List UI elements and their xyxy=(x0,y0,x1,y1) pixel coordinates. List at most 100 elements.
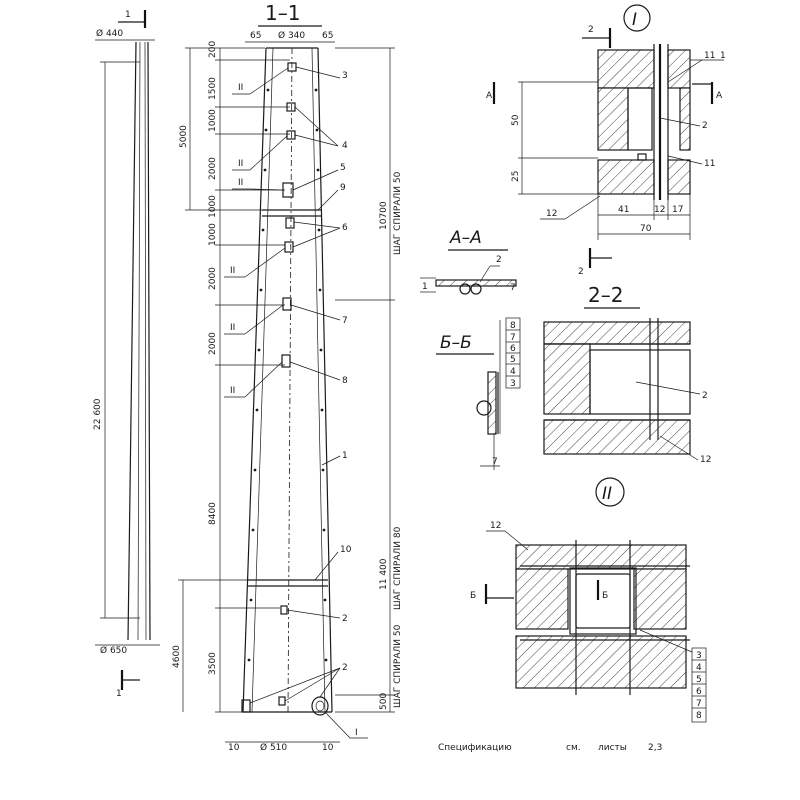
callout-9: 9 xyxy=(340,183,346,193)
right-top-spiral: ШАГ СПИРАЛИ 50 xyxy=(393,171,403,255)
d2-layer-6: 6 xyxy=(696,687,702,697)
callout-10: 10 xyxy=(340,545,352,555)
section-B-B: Б–Б 8 7 6 5 4 3 7 xyxy=(436,317,521,470)
callout-7: 7 xyxy=(342,316,348,326)
top-dim-left: 65 xyxy=(250,31,261,41)
right-top-length: 10700 xyxy=(379,201,389,230)
detail-II: II Б Б 12 3 4 5 6 xyxy=(470,477,707,723)
note-word-4: 2,3 xyxy=(648,743,662,753)
detail-I-callout-2: 2 xyxy=(702,121,708,131)
detail-mark-3: II xyxy=(238,178,243,188)
bb-layer-8: 8 xyxy=(510,321,516,331)
section-2-2: 2–2 2 12 xyxy=(543,283,711,465)
section-1-1-title: 1–1 xyxy=(265,1,300,25)
section-1-1-view: 1–1 65 Ø 340 65 xyxy=(172,1,403,753)
detail-II-title: II xyxy=(602,484,612,504)
callout-4: 4 xyxy=(342,141,348,151)
dim-2000-b: 2000 xyxy=(208,267,218,290)
bb-layer-7: 7 xyxy=(510,333,516,343)
detail-I-dim-41: 41 xyxy=(618,205,629,215)
detail-mark-7: I xyxy=(355,728,358,738)
section-AA-title: А–А xyxy=(449,228,482,248)
detail-II-callout-12: 12 xyxy=(490,521,501,531)
bb-layer-6: 6 xyxy=(510,344,516,354)
dim-1000-c: 1000 xyxy=(208,223,218,246)
callout-6: 6 xyxy=(342,223,348,233)
dim-2000-a: 2000 xyxy=(208,157,218,180)
detail-mark-2: II xyxy=(238,159,243,169)
section-BB-callout-7: 7 xyxy=(492,457,498,467)
callout-2-a: 2 xyxy=(342,614,348,624)
note-word-2: см. xyxy=(566,743,581,753)
right-mid-length: 11 400 xyxy=(379,558,389,590)
detail-I-callout-11-bottom: 11 xyxy=(704,159,715,169)
dim-4600: 4600 xyxy=(172,645,182,668)
detail-I-callout-12: 12 xyxy=(546,209,557,219)
detail-markers: II II II II II II I xyxy=(224,67,368,739)
detail-mark-1: II xyxy=(238,83,243,93)
d2-layer-8: 8 xyxy=(696,711,702,721)
bb-layer-3: 3 xyxy=(510,379,516,389)
detail-I-dim-70: 70 xyxy=(640,224,652,234)
callout-5: 5 xyxy=(340,163,346,173)
section-2-top-label: 2 xyxy=(588,25,594,35)
dim-2000-c: 2000 xyxy=(208,332,218,355)
section-AA-dim-7: 7 xyxy=(510,283,516,293)
left-top-diameter: Ø 440 xyxy=(96,28,123,39)
section-BB-layer-table: 8 7 6 5 4 3 xyxy=(505,317,521,389)
section-AA-callout-2: 2 xyxy=(496,255,502,265)
detail-mark-4: II xyxy=(230,266,235,276)
dim-1000-a: 1000 xyxy=(208,109,218,132)
top-dim-right: 65 xyxy=(322,31,333,41)
right-mid-spiral: ШАГ СПИРАЛИ 80 xyxy=(393,526,403,610)
detail-I-dim-12: 12 xyxy=(654,205,665,215)
section-2-bottom-label: 2 xyxy=(578,267,584,277)
detail-I-dim-17: 17 xyxy=(672,205,683,215)
bottom-dim-center: Ø 510 xyxy=(260,742,287,753)
left-bottom-diameter: Ø 650 xyxy=(100,645,127,656)
rebar-dots xyxy=(247,88,328,662)
section-b-right: Б xyxy=(602,591,608,601)
section-AA-dim-1: 1 xyxy=(422,282,428,292)
detail-mark-5: II xyxy=(230,323,235,333)
callout-8: 8 xyxy=(342,376,348,386)
detail-I-callout-1: 1 xyxy=(720,51,726,61)
bottom-dim-left: 10 xyxy=(228,743,240,753)
embedded-parts xyxy=(278,62,297,706)
bottom-dim-right: 10 xyxy=(322,743,334,753)
dim-8400: 8400 xyxy=(208,502,218,525)
d2-layer-7: 7 xyxy=(696,699,702,709)
section-22-callout-12: 12 xyxy=(700,455,711,465)
detail-I-dim-50: 50 xyxy=(511,114,521,126)
note-word-3: листы xyxy=(598,743,627,753)
callout-1: 1 xyxy=(342,451,348,461)
top-dim-center: Ø 340 xyxy=(278,30,305,41)
section-b-left: Б xyxy=(470,591,476,601)
bb-layer-4: 4 xyxy=(510,367,516,377)
right-bot-length: 500 xyxy=(379,693,389,710)
callouts-main: 3 4 5 9 6 7 8 1 10 2 2 xyxy=(249,66,352,704)
detail-I: I 2 А А 50 25 41 xyxy=(486,4,726,277)
section-1-bottom-label: 1 xyxy=(116,689,122,699)
bb-layer-5: 5 xyxy=(510,355,516,365)
detail-mark-6: II xyxy=(230,386,235,396)
left-view: 1 Ø 440 22 600 Ø 650 1 xyxy=(93,10,160,699)
detail-I-dim-25: 25 xyxy=(511,171,521,182)
detail-II-layer-table: 3 4 5 6 7 8 xyxy=(639,629,707,723)
specification-note: Спецификацию см. листы 2,3 xyxy=(438,743,662,753)
d2-layer-5: 5 xyxy=(696,675,702,685)
d2-layer-4: 4 xyxy=(696,663,702,673)
section-22-callout-2: 2 xyxy=(702,391,708,401)
detail-I-callout-11-top: 11 xyxy=(704,51,715,61)
dim-3500: 3500 xyxy=(208,652,218,675)
section-22-title: 2–2 xyxy=(588,283,623,307)
section-BB-title: Б–Б xyxy=(440,333,472,353)
d2-layer-3: 3 xyxy=(696,651,702,661)
section-a-right: А xyxy=(716,91,723,101)
section-A-A: А–А 1 7 2 xyxy=(420,228,517,295)
dim-5000: 5000 xyxy=(179,125,189,148)
callout-3: 3 xyxy=(342,71,348,81)
callout-2-b: 2 xyxy=(342,663,348,673)
dim-1500: 1500 xyxy=(208,77,218,100)
section-a-left: А xyxy=(486,91,493,101)
